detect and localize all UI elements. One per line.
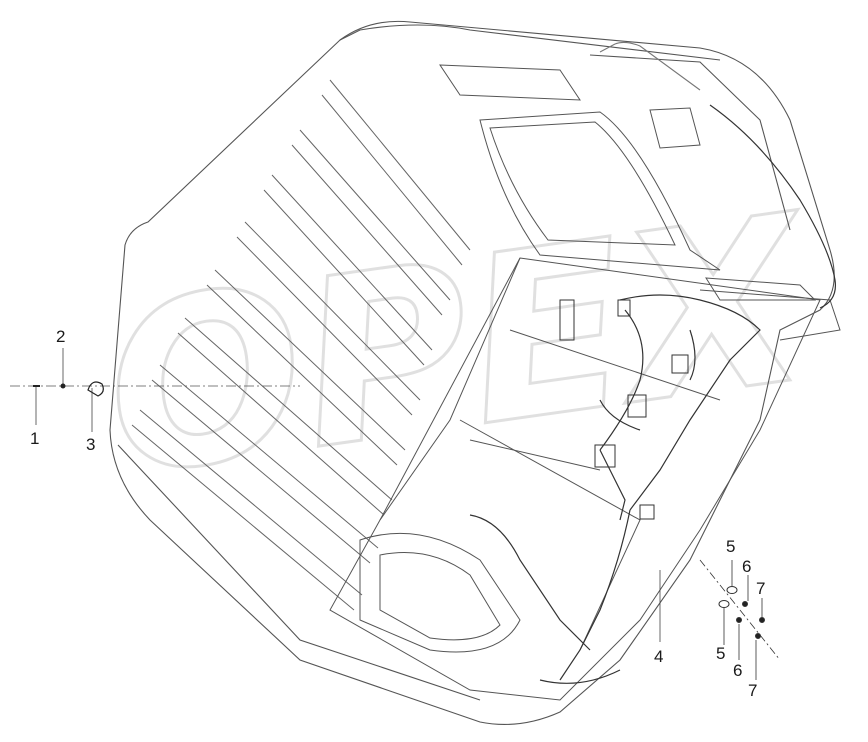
fastener-part-1 — [33, 385, 40, 425]
connector — [639, 504, 655, 520]
wiring-harness — [469, 104, 837, 684]
clip-part-3 — [87, 381, 104, 432]
washer-part-5 — [726, 586, 738, 594]
watermark-logo: OPEX — [89, 164, 830, 530]
callout-6-bottom: 6 — [733, 661, 743, 680]
callout-3: 3 — [86, 435, 96, 454]
cab-shell — [109, 20, 835, 726]
fastener-stack-5-6-7 — [699, 559, 781, 680]
watermark-text: OPEX — [91, 166, 829, 529]
callout-7-top: 7 — [756, 579, 766, 598]
connector — [671, 354, 689, 374]
connector — [594, 444, 616, 468]
callout-7-bottom: 7 — [748, 681, 758, 700]
harness-connectors — [559, 299, 689, 520]
fastener-part-2 — [60, 348, 66, 389]
washer-part-5 — [718, 600, 730, 608]
nut-part-6 — [736, 617, 742, 623]
grille-slats — [131, 79, 471, 611]
callout-1: 1 — [30, 429, 40, 448]
callout-5-bottom: 5 — [716, 644, 726, 663]
connector — [617, 299, 631, 317]
rear-wall-panel — [329, 257, 841, 701]
windscreen-frame — [439, 64, 721, 271]
callout-4: 4 — [654, 647, 664, 666]
bolt-part-7 — [755, 633, 761, 639]
callout-5-top: 5 — [726, 537, 736, 556]
callout-2: 2 — [56, 327, 66, 346]
nut-part-6 — [742, 601, 748, 607]
bolt-part-7 — [759, 617, 765, 623]
callout-6-top: 6 — [742, 557, 752, 576]
connector — [627, 394, 647, 418]
connector — [559, 299, 575, 341]
